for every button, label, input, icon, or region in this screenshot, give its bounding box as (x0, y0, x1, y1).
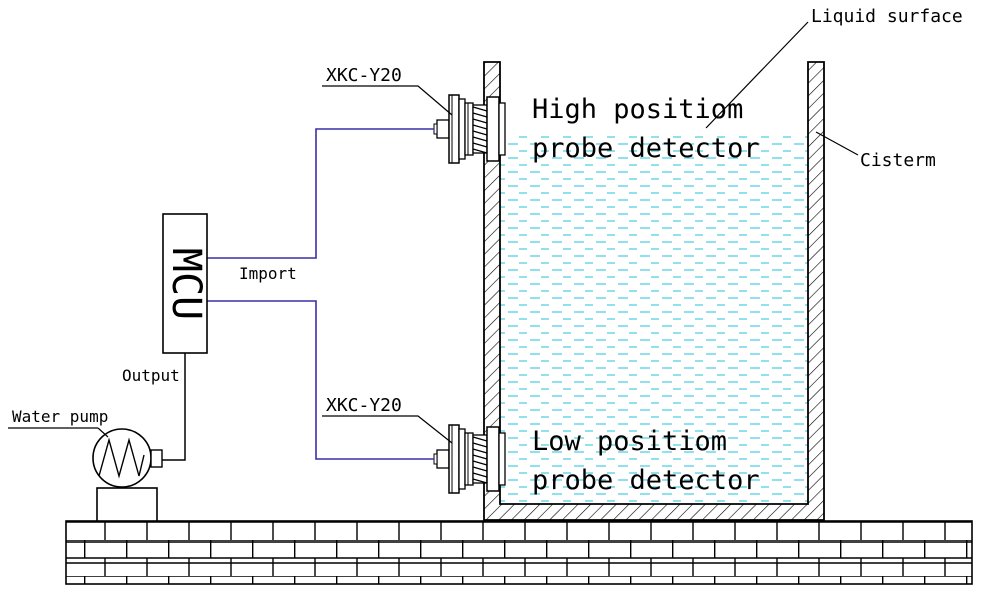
wire-low-sensor (207, 300, 434, 460)
sensor-top-model-label: XKC-Y20 (326, 65, 402, 86)
import-label: Import (239, 264, 297, 283)
output-label: Output (122, 366, 180, 385)
low-position-sensor (433, 424, 506, 494)
signal-wires (207, 128, 434, 460)
leader-lines (8, 21, 859, 444)
cistern-tank (483, 61, 825, 521)
wire-high-sensor (207, 128, 434, 259)
high-probe-label-line2: probe detector (532, 133, 760, 164)
high-probe-label-line1: High positiom (532, 94, 743, 125)
brick-ground (65, 520, 973, 585)
mcu-box: MCU (162, 213, 209, 354)
low-probe-label-line1: Low positiom (532, 426, 727, 457)
high-position-sensor (433, 94, 506, 164)
liquid-surface-label: Liquid surface (811, 6, 963, 27)
sensor-bottom-model-label: XKC-Y20 (326, 395, 402, 416)
low-probe-label-line2: probe detector (532, 465, 760, 496)
water-pump (92, 428, 163, 522)
water-pump-label: Water pump (12, 407, 108, 426)
output-wire (162, 353, 186, 461)
cistern-label: Cisterm (860, 150, 936, 171)
mcu-label: MCU (163, 248, 209, 320)
